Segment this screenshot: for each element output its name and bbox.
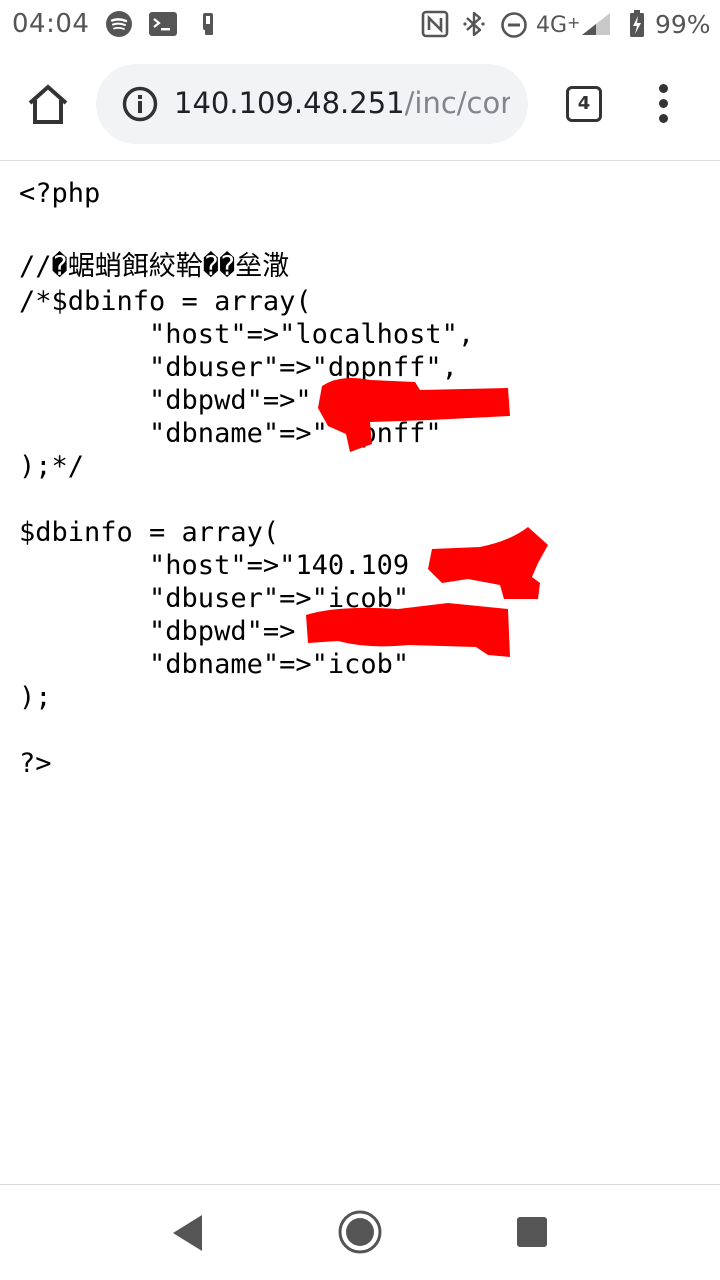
redaction-mark-1 <box>318 378 510 452</box>
nfc-icon <box>421 10 449 42</box>
code-line: /*$dbinfo = array( <box>19 286 312 317</box>
network-type: 4G+ <box>536 13 581 38</box>
more-vert-icon[interactable] <box>650 84 678 124</box>
redaction-mark-3 <box>306 603 510 657</box>
back-icon <box>173 1215 202 1251</box>
code-line: "dbname"=>"icob" <box>19 649 410 680</box>
info-icon[interactable] <box>120 84 160 124</box>
phone-sync-icon <box>199 12 217 40</box>
system-navigation-bar <box>0 1184 720 1280</box>
spotify-icon <box>105 10 133 42</box>
page-content: <?php //�蜛蛸餌絞鞈��垒潵 /*$dbinfo = array( "h… <box>0 161 720 1183</box>
home-circle-icon <box>338 1210 382 1254</box>
home-button[interactable] <box>24 83 72 127</box>
signal-icon <box>580 11 614 41</box>
tab-switcher-button[interactable]: 4 <box>566 86 602 122</box>
code-line: ?> <box>19 748 52 779</box>
back-button[interactable] <box>170 1213 206 1253</box>
address-bar[interactable]: 140.109.48.251/inc/cor <box>96 64 528 144</box>
code-line: "dbuser"=>"dppnff", <box>19 352 458 383</box>
url-text: 140.109.48.251/inc/cor <box>174 85 510 121</box>
code-line: "dbpwd"=>" <box>19 385 312 416</box>
code-line: $dbinfo = array( <box>19 517 280 548</box>
browser-toolbar: 140.109.48.251/inc/cor 4 <box>0 50 720 161</box>
do-not-disturb-icon <box>500 11 528 43</box>
bluetooth-icon <box>462 9 486 43</box>
code-line: "host"=>"localhost", <box>19 319 475 350</box>
redaction-mark-2 <box>428 527 548 599</box>
battery-level: 99% <box>655 10 711 39</box>
code-line: //�蜛蛸餌絞鞈��垒潵 <box>19 251 290 282</box>
code-line: ); <box>19 682 52 713</box>
code-line: "dbname"=>" pnff" <box>19 418 442 449</box>
home-nav-button[interactable] <box>337 1209 383 1255</box>
url-host: 140.109.48.251 <box>174 86 405 120</box>
status-bar: 04:04 <box>0 0 720 50</box>
terminal-icon <box>148 11 178 41</box>
recents-icon[interactable] <box>517 1217 547 1247</box>
code-line: );*/ <box>19 451 85 482</box>
battery-charging-icon <box>629 10 645 42</box>
status-time: 04:04 <box>12 9 90 39</box>
url-path: /inc/cor <box>404 86 510 120</box>
home-icon <box>28 84 68 124</box>
code-line: "dbpwd"=> <box>19 616 296 647</box>
code-line: <?php <box>19 178 101 209</box>
